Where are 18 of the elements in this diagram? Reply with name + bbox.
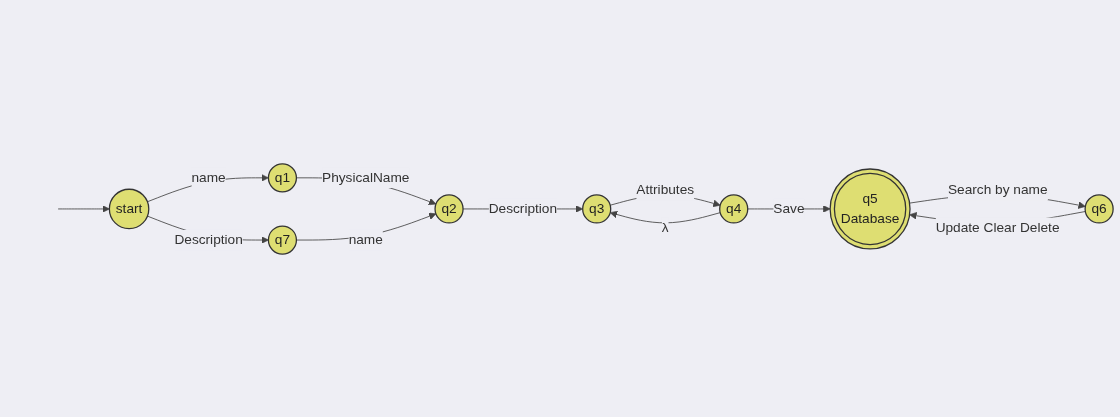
node-circle: q6 — [1084, 193, 1114, 224]
edge-label: Update Clear Delete — [935, 219, 1060, 235]
node-circle: q3 — [582, 193, 612, 224]
edge-label: name — [191, 169, 226, 185]
node-circle: q5 Database — [829, 167, 911, 250]
edge-label: Description — [174, 231, 243, 247]
edge-label: Save — [773, 200, 805, 216]
edge-label: PhysicalName — [322, 169, 410, 185]
edge-label: Attributes — [636, 182, 695, 197]
node-circle: q4 — [719, 193, 749, 224]
node-circle: q7 — [267, 224, 298, 255]
edge-label: Description — [488, 200, 558, 216]
node-circle: q1 — [267, 162, 298, 193]
node-circle: q2 — [434, 193, 464, 224]
edge-label: name — [348, 231, 383, 247]
edge-label: λ — [661, 219, 669, 235]
edge-label: Search by name — [947, 182, 1048, 197]
node-circle: start — [108, 188, 150, 229]
